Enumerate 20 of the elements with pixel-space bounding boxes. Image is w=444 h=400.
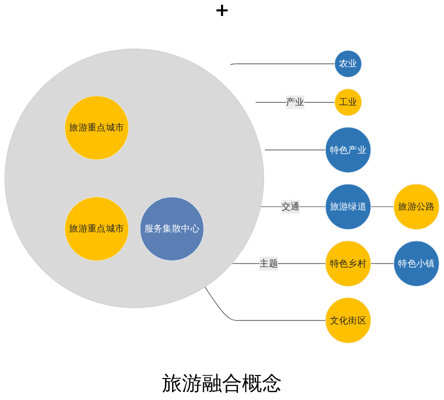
node-circle: 特色产业 [325,126,372,173]
node-circle: 服务集散中心 [140,196,204,262]
edge-label: 主题 [260,258,278,269]
caption: 旅游融合概念 [162,370,282,397]
node-circle: 旅游重点城市 [64,96,129,160]
node-circle: 旅游重点城市 [64,196,129,262]
node-circle: 旅游公路 [394,184,440,230]
connector [230,64,335,65]
connector [370,206,394,208]
node-circle: 文化街区 [325,297,372,344]
edge-label: 产业 [286,96,304,108]
connector [255,102,335,103]
connector [370,263,394,264]
edge-label: 交通 [281,201,300,212]
node-circle: 农业 [334,50,362,78]
node-circle: 旅游绿道 [325,184,372,230]
plus-sign: + [214,0,230,21]
node-circle: 特色小镇 [394,240,440,287]
node-circle: 工业 [334,88,362,116]
node-circle: 特色乡村 [325,240,372,287]
